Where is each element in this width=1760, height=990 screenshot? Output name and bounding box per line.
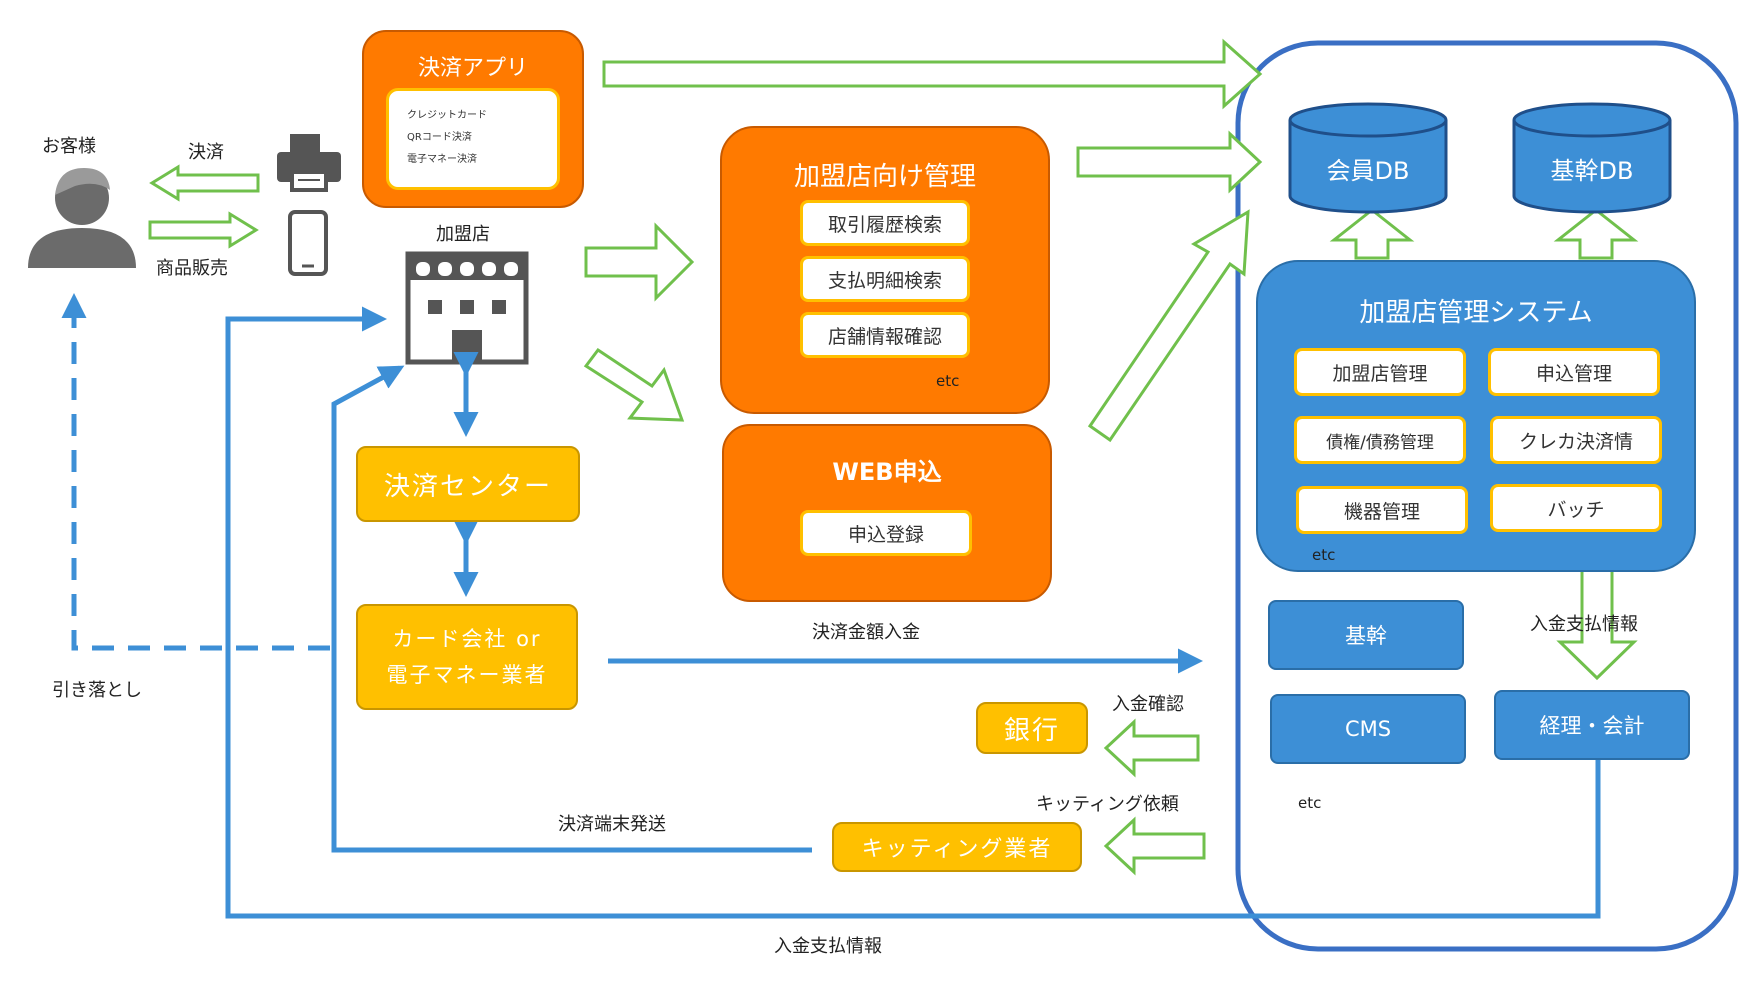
mgmt-system-title: 加盟店管理システム	[1359, 298, 1593, 328]
mgmt-item-transaction-search[interactable]: 取引履歴検索	[800, 200, 970, 246]
arrow-payment-to-customer	[149, 164, 260, 202]
cms-box[interactable]: CMS	[1270, 694, 1466, 764]
system-item-merchant-mgmt[interactable]: 加盟店管理	[1294, 348, 1466, 396]
payment-method-emoney: 電子マネー決済	[407, 154, 477, 165]
line-payment-info-bottom	[225, 306, 1601, 919]
arrow-system-to-bank	[1103, 718, 1200, 778]
system-item-application-mgmt[interactable]: 申込管理	[1488, 348, 1660, 396]
merchant-mgmt-etc: etc	[936, 372, 960, 390]
mgmt-system-etc: etc	[1312, 546, 1336, 564]
payment-app-title: 決済アプリ	[417, 56, 528, 81]
web-apply-title: WEB申込	[832, 458, 942, 486]
system-boundary	[1235, 40, 1739, 952]
flow-payment-info-right-label: 入金支払情報	[1530, 614, 1638, 635]
system-item-receivables-mgmt[interactable]: 債権/債務管理	[1294, 416, 1466, 464]
arrow-to-member-db	[1329, 208, 1415, 260]
core-db-label: 基幹DB	[1550, 156, 1634, 185]
flow-sales-label: 商品販売	[156, 258, 228, 279]
smartphone-icon	[288, 210, 328, 276]
system-item-device-mgmt[interactable]: 機器管理	[1296, 486, 1468, 534]
flow-withdrawal-label: 引き落とし	[52, 680, 142, 701]
line-withdrawal-dashed	[61, 293, 330, 651]
core-system-box[interactable]: 基幹	[1268, 600, 1464, 670]
printer-icon	[277, 134, 341, 192]
system-etc: etc	[1298, 794, 1322, 812]
flow-terminal-shipping-label: 決済端末発送	[558, 814, 666, 835]
bank-box[interactable]: 銀行	[976, 702, 1088, 754]
member-db-label: 会員DB	[1326, 156, 1410, 185]
flow-kitting-request-label: キッティング依頼	[1036, 794, 1179, 815]
accounting-box[interactable]: 経理・会計	[1494, 690, 1690, 760]
core-db-cylinder	[1512, 102, 1672, 214]
flow-settlement-deposit-label: 決済金額入金	[812, 622, 920, 643]
kitting-box[interactable]: キッティング業者	[832, 822, 1082, 872]
arrow-merchant-to-web	[583, 347, 685, 422]
arrow-merchant-to-mgmt	[584, 222, 695, 302]
system-item-batch[interactable]: バッチ	[1490, 484, 1662, 532]
arrow-to-core-db	[1553, 208, 1639, 260]
flow-deposit-confirm-label: 入金確認	[1112, 694, 1184, 715]
mgmt-item-store-info[interactable]: 店舗情報確認	[800, 312, 970, 358]
mgmt-system-panel: 加盟店管理システム 加盟店管理 申込管理 債権/債務管理 クレカ決済情 機器管理…	[1256, 260, 1696, 572]
arrow-sales-to-merchant	[148, 211, 259, 249]
mgmt-item-payment-search[interactable]: 支払明細検索	[800, 256, 970, 302]
payment-method-credit: クレジットカード	[407, 110, 487, 121]
customer-label: お客様	[42, 136, 96, 157]
merchant-mgmt-panel: 加盟店向け管理 取引履歴検索 支払明細検索 店舗情報確認 etc	[720, 126, 1050, 414]
flow-payment-info-bottom-label: 入金支払情報	[774, 936, 882, 957]
settlement-center-box[interactable]: 決済センター	[356, 446, 580, 522]
web-apply-panel: WEB申込 申込登録	[722, 424, 1052, 602]
store-icon	[405, 251, 529, 365]
payment-app-panel: 決済アプリ クレジットカード QRコード決済 電子マネー決済	[362, 30, 584, 208]
merchant-label: 加盟店	[436, 224, 490, 245]
system-item-credit-settlement[interactable]: クレカ決済情	[1490, 416, 1662, 464]
member-db-cylinder	[1288, 102, 1448, 214]
arrow-system-to-kitting	[1103, 816, 1206, 876]
flow-payment-label: 決済	[188, 142, 224, 163]
customer-person-icon	[28, 168, 136, 268]
arrow-mgmt-to-system	[1076, 130, 1263, 194]
arrow-app-to-system	[602, 38, 1263, 110]
merchant-mgmt-title: 加盟店向け管理	[793, 162, 976, 192]
payment-app-methods: クレジットカード QRコード決済 電子マネー決済	[386, 88, 560, 190]
card-company-box[interactable]: カード会社 or 電子マネー業者	[356, 604, 578, 710]
arrow-web-to-system	[1087, 209, 1250, 443]
line-terminal-shipping	[331, 365, 812, 853]
web-apply-item-register[interactable]: 申込登録	[800, 510, 972, 556]
payment-method-qr: QRコード決済	[407, 132, 472, 143]
